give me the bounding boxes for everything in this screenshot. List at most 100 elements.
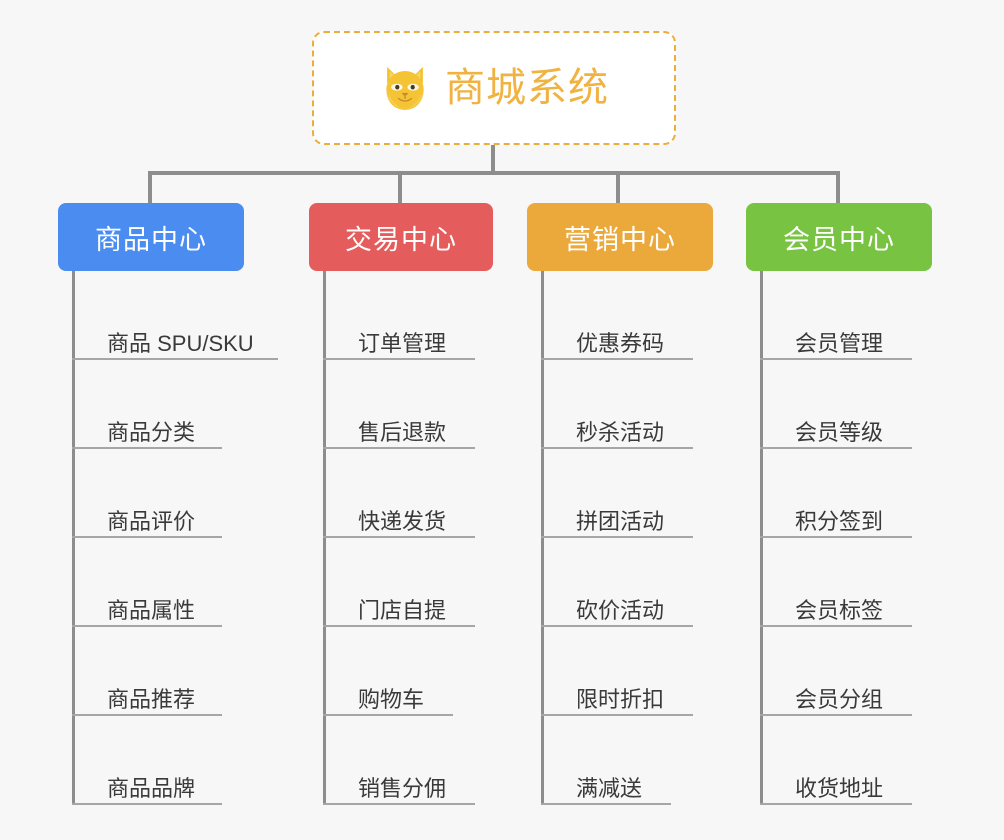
subitem-underline <box>541 358 693 360</box>
subitem-underline <box>323 536 475 538</box>
list-item[interactable]: 积分签到 <box>760 449 932 538</box>
subtree-spine-1 <box>72 271 75 805</box>
list-item[interactable]: 拼团活动 <box>541 449 713 538</box>
subitem-list-4: 会员管理 会员等级 积分签到 会员标签 会员分组 收货地址 <box>760 271 932 805</box>
subitem-label: 售后退款 <box>358 419 447 445</box>
list-item[interactable]: 快递发货 <box>323 449 493 538</box>
list-item[interactable]: 秒杀活动 <box>541 360 713 449</box>
list-item[interactable]: 门店自提 <box>323 538 493 627</box>
subitem-label: 商品 SPU/SKU <box>107 330 254 356</box>
list-item[interactable]: 售后退款 <box>323 360 493 449</box>
subitem-underline <box>323 803 475 805</box>
list-item[interactable]: 收货地址 <box>760 716 932 805</box>
subitem-label: 限时折扣 <box>576 686 665 712</box>
subitem-underline <box>72 536 222 538</box>
category-label-4: 会员中心 <box>783 224 895 255</box>
list-item[interactable]: 砍价活动 <box>541 538 713 627</box>
subitem-underline <box>541 803 671 805</box>
subitem-underline <box>323 358 475 360</box>
subitem-label: 商品推荐 <box>107 686 196 712</box>
root-node[interactable]: 商城系统 <box>312 31 676 145</box>
subitem-underline <box>323 447 475 449</box>
subitem-underline <box>760 358 912 360</box>
category-header-2[interactable]: 交易中心 <box>309 203 493 271</box>
list-item[interactable]: 商品品牌 <box>72 716 244 805</box>
subitem-label: 快递发货 <box>358 508 447 534</box>
list-item[interactable]: 会员管理 <box>760 271 932 360</box>
subitem-list-2: 订单管理 售后退款 快递发货 门店自提 购物车 销售分佣 <box>323 271 493 805</box>
list-item[interactable]: 订单管理 <box>323 271 493 360</box>
list-item[interactable]: 商品 SPU/SKU <box>72 271 278 360</box>
subitem-list-3: 优惠券码 秒杀活动 拼团活动 砍价活动 限时折扣 满减送 <box>541 271 713 805</box>
list-item[interactable]: 商品属性 <box>72 538 244 627</box>
list-item[interactable]: 购物车 <box>323 627 493 716</box>
subitem-label: 商品属性 <box>107 597 196 623</box>
subitem-label: 购物车 <box>358 686 425 712</box>
category-label-2: 交易中心 <box>345 224 457 255</box>
root-title: 商城系统 <box>445 66 609 110</box>
list-item[interactable]: 限时折扣 <box>541 627 713 716</box>
subitem-underline <box>760 714 912 716</box>
category-header-4[interactable]: 会员中心 <box>746 203 932 271</box>
category-label-3: 营销中心 <box>564 224 676 255</box>
subitem-underline <box>760 447 912 449</box>
list-item[interactable]: 满减送 <box>541 716 713 805</box>
subitem-label: 会员等级 <box>795 419 884 445</box>
subitem-list-1: 商品 SPU/SKU 商品分类 商品评价 商品属性 商品推荐 商品品牌 <box>72 271 278 805</box>
list-item[interactable]: 商品评价 <box>72 449 244 538</box>
subitem-underline <box>760 536 912 538</box>
list-item[interactable]: 会员等级 <box>760 360 932 449</box>
category-header-3[interactable]: 营销中心 <box>527 203 713 271</box>
subitem-underline <box>541 447 693 449</box>
subtree-spine-3 <box>541 271 544 805</box>
list-item[interactable]: 商品推荐 <box>72 627 244 716</box>
subitem-label: 会员分组 <box>795 686 884 712</box>
subtree-spine-2 <box>323 271 326 805</box>
category-column-1: 商品中心 商品 SPU/SKU 商品分类 商品评价 商品属性 商品推荐 <box>58 203 278 805</box>
category-header-1[interactable]: 商品中心 <box>58 203 244 271</box>
subitem-label: 秒杀活动 <box>576 419 665 445</box>
subitem-underline <box>323 714 453 716</box>
list-item[interactable]: 销售分佣 <box>323 716 493 805</box>
category-label-1: 商品中心 <box>95 224 207 255</box>
connector-drop-4 <box>836 171 840 203</box>
connector-drop-1 <box>148 171 152 203</box>
list-item[interactable]: 优惠券码 <box>541 271 713 360</box>
subitem-underline <box>72 625 222 627</box>
subitem-label: 满减送 <box>576 775 643 801</box>
list-item[interactable]: 会员分组 <box>760 627 932 716</box>
subitem-underline <box>541 536 693 538</box>
category-column-3: 营销中心 优惠券码 秒杀活动 拼团活动 砍价活动 限时折扣 <box>527 203 713 805</box>
subitem-label: 积分签到 <box>795 508 884 534</box>
list-item[interactable]: 商品分类 <box>72 360 244 449</box>
subitem-underline <box>72 803 222 805</box>
subitem-underline <box>72 714 222 716</box>
subitem-label: 会员标签 <box>795 597 884 623</box>
subitem-label: 商品评价 <box>107 508 196 534</box>
shiba-dog-icon <box>379 62 431 114</box>
subitem-underline <box>541 625 693 627</box>
subitem-underline <box>72 447 222 449</box>
subitem-label: 砍价活动 <box>576 597 665 623</box>
list-item[interactable]: 会员标签 <box>760 538 932 627</box>
subtree-spine-4 <box>760 271 763 805</box>
subitem-label: 订单管理 <box>358 330 447 356</box>
category-column-4: 会员中心 会员管理 会员等级 积分签到 会员标签 会员分组 <box>746 203 932 805</box>
subitem-label: 商品品牌 <box>107 775 196 801</box>
subitem-underline <box>760 625 912 627</box>
subitem-underline <box>541 714 693 716</box>
subitem-label: 门店自提 <box>358 597 447 623</box>
connector-root-stem <box>491 145 495 173</box>
subitem-label: 拼团活动 <box>576 508 665 534</box>
subitem-label: 优惠券码 <box>576 330 665 356</box>
subitem-underline <box>72 358 278 360</box>
connector-horizontal-bus <box>148 171 840 175</box>
subitem-label: 收货地址 <box>795 775 884 801</box>
subitem-label: 销售分佣 <box>358 775 447 801</box>
connector-drop-2 <box>398 171 402 203</box>
category-column-2: 交易中心 订单管理 售后退款 快递发货 门店自提 购物车 <box>309 203 493 805</box>
subitem-underline <box>323 625 475 627</box>
subitem-label: 商品分类 <box>107 419 196 445</box>
connector-drop-3 <box>616 171 620 203</box>
